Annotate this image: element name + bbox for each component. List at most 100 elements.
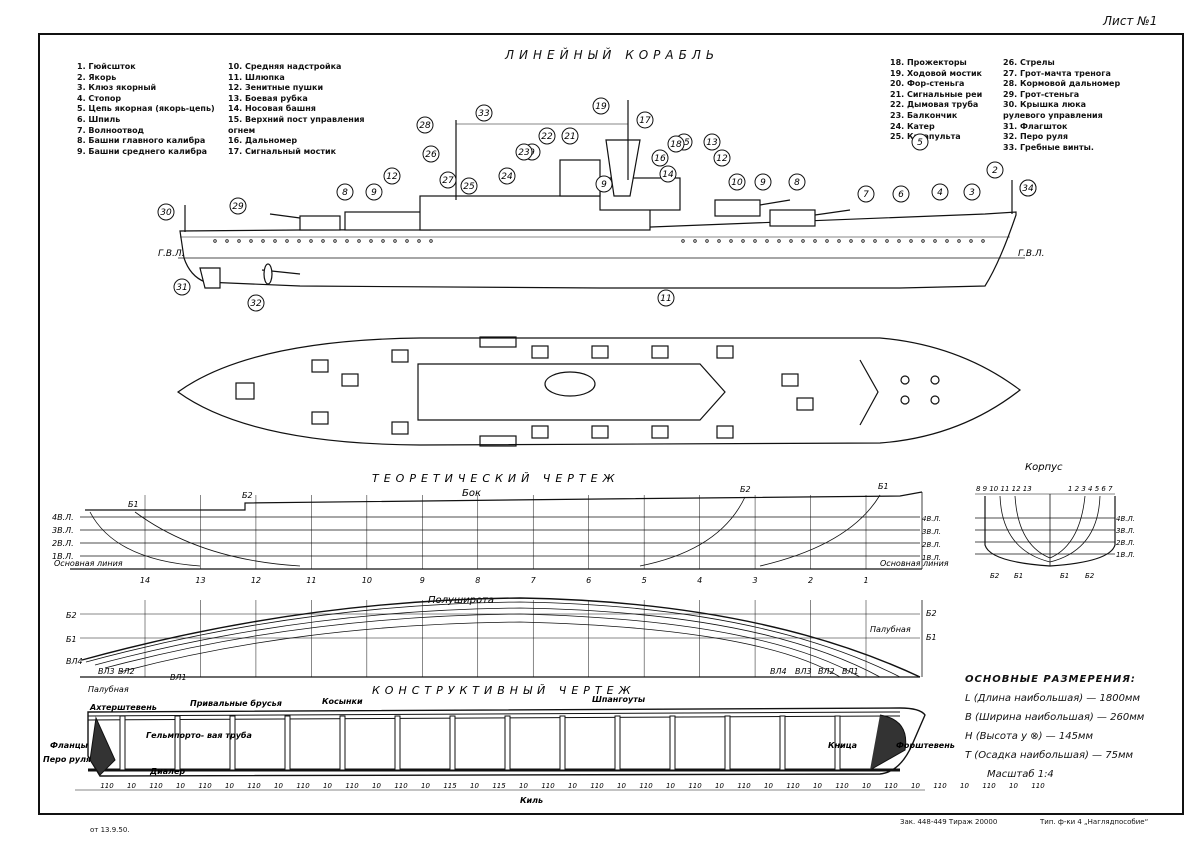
turret-main-fwd-2 [770,210,815,226]
base-line-label: Основная линия [54,559,123,568]
callout-marker: 6 [893,186,909,202]
hb-deck-left: Палубная [88,685,129,694]
turret-plan [797,398,813,410]
label-shpangouty: Шпангоуты [592,695,646,704]
dim-scale: Масштаб 1:4 [965,765,1144,784]
callout-number: 5 [917,138,923,148]
label-aftershteven: Ахтерштевень [89,703,157,712]
station-number: 7 [531,576,537,585]
body-wl: 2В.Л. [1116,539,1135,547]
body-wl: 3В.Л. [1116,527,1135,535]
frame-rib [120,716,125,770]
body-stations-left: 8 9 10 11 12 13 [976,485,1032,493]
turret-plan [592,346,608,358]
callout-marker: 21 [562,128,578,144]
callout-number: 28 [419,121,431,131]
callout-marker: 24 [499,168,515,184]
body-bottom: Б1 [1014,572,1023,580]
callout-marker: 14 [660,166,676,182]
station-number: 5 [642,576,647,585]
frame-rib [505,716,510,770]
spacing-dim: 115 [443,782,457,790]
hb-wl: ВЛ4 [770,667,787,676]
buttock-label: Б1 [128,500,139,509]
callout-number: 12 [716,154,728,164]
label-dealer: Диалер [149,767,185,776]
half-breadth-plan [80,598,922,677]
hb-wl: ВЛ2 [818,667,835,676]
callout-marker: 3 [964,184,980,200]
callout-number: 29 [232,202,244,212]
turret-plan [312,412,328,424]
callout-marker: 27 [440,172,456,188]
body-wl: 2В.Л. [922,541,941,549]
label-kil: Киль [520,796,543,805]
body-wl: 1В.Л. [922,554,941,562]
callout-number: 9 [371,188,377,198]
spacing-dim: 110 [639,782,653,790]
spacing-dim: 10 [323,782,332,790]
spacing-dim: 10 [813,782,822,790]
body-wl: 4В.Л. [922,515,941,523]
hb-wl: ВЛ1 [170,673,187,682]
callout-number: 6 [898,190,904,200]
spacing-dim: 110 [247,782,261,790]
dim-length: L (Длина наибольшая) — 1800мм [965,689,1144,708]
label-knitsa: Кница [828,741,857,750]
frame-rib [230,716,235,770]
dims-heading: ОСНОВНЫЕ РАЗМЕРЕНИЯ: [965,670,1144,689]
spacing-dim: 10 [176,782,185,790]
station-number: 14 [140,576,150,585]
footer-order: Зак. 448-449 Тираж 20000 [900,818,997,826]
gvl-right-label: Г.В.Л. [1018,249,1045,259]
label-pero: Перо руля [43,755,91,764]
callout-marker: 29 [230,198,246,214]
label-privalnye: Привальные брусья [190,698,282,708]
buttock-label: Б1 [878,482,889,491]
callout-marker: 17 [637,112,653,128]
callout-number: 10 [731,178,743,188]
turret-plan [312,360,328,372]
spacing-dim: 10 [372,782,381,790]
turret-plan [652,346,668,358]
callout-marker: 12 [384,168,400,184]
callout-number: 3 [969,188,975,198]
callout-marker: 22 [539,128,555,144]
frame-rib [175,716,180,770]
turret-plan [532,426,548,438]
buttock-b1-fwd [760,495,880,566]
hb-wl: ВЛ1 [842,667,859,676]
theoretical-title: ТЕОРЕТИЧЕСКИЙ ЧЕРТЕЖ [372,472,619,485]
body-plan-title: Корпус [1025,462,1063,473]
label-helmport: Гельмпорто- вая труба [146,730,252,740]
callout-marker: 18 [668,136,684,152]
spacing-dim: 110 [737,782,751,790]
station-number: 12 [251,576,261,585]
spacing-dim: 110 [345,782,359,790]
turret-plan [592,426,608,438]
turret-plan [392,350,408,362]
spacing-dim: 110 [198,782,212,790]
spacing-dim: 10 [225,782,234,790]
hb-wl: ВЛ2 [118,667,135,676]
callout-number: 12 [386,172,398,182]
spacing-dim: 10 [127,782,136,790]
spacing-dim: 110 [786,782,800,790]
callout-number: 26 [425,150,437,160]
callout-marker: 30 [158,204,174,220]
constructive-drawing [75,708,925,790]
wl-label: 2В.Л. [52,539,74,548]
callout-number: 21 [564,132,575,142]
spacing-dim: 10 [666,782,675,790]
callout-number: 14 [662,170,674,180]
callout-number: 25 [463,182,475,192]
station-number: 1 [863,576,868,585]
frame-rib [340,716,345,770]
frame-rib [780,716,785,770]
callout-marker: 16 [652,150,668,166]
wl-label: 4В.Л. [52,513,74,522]
spacing-dim: 10 [274,782,283,790]
callout-marker: 8 [337,184,353,200]
turret-main-fwd-1 [715,200,760,216]
